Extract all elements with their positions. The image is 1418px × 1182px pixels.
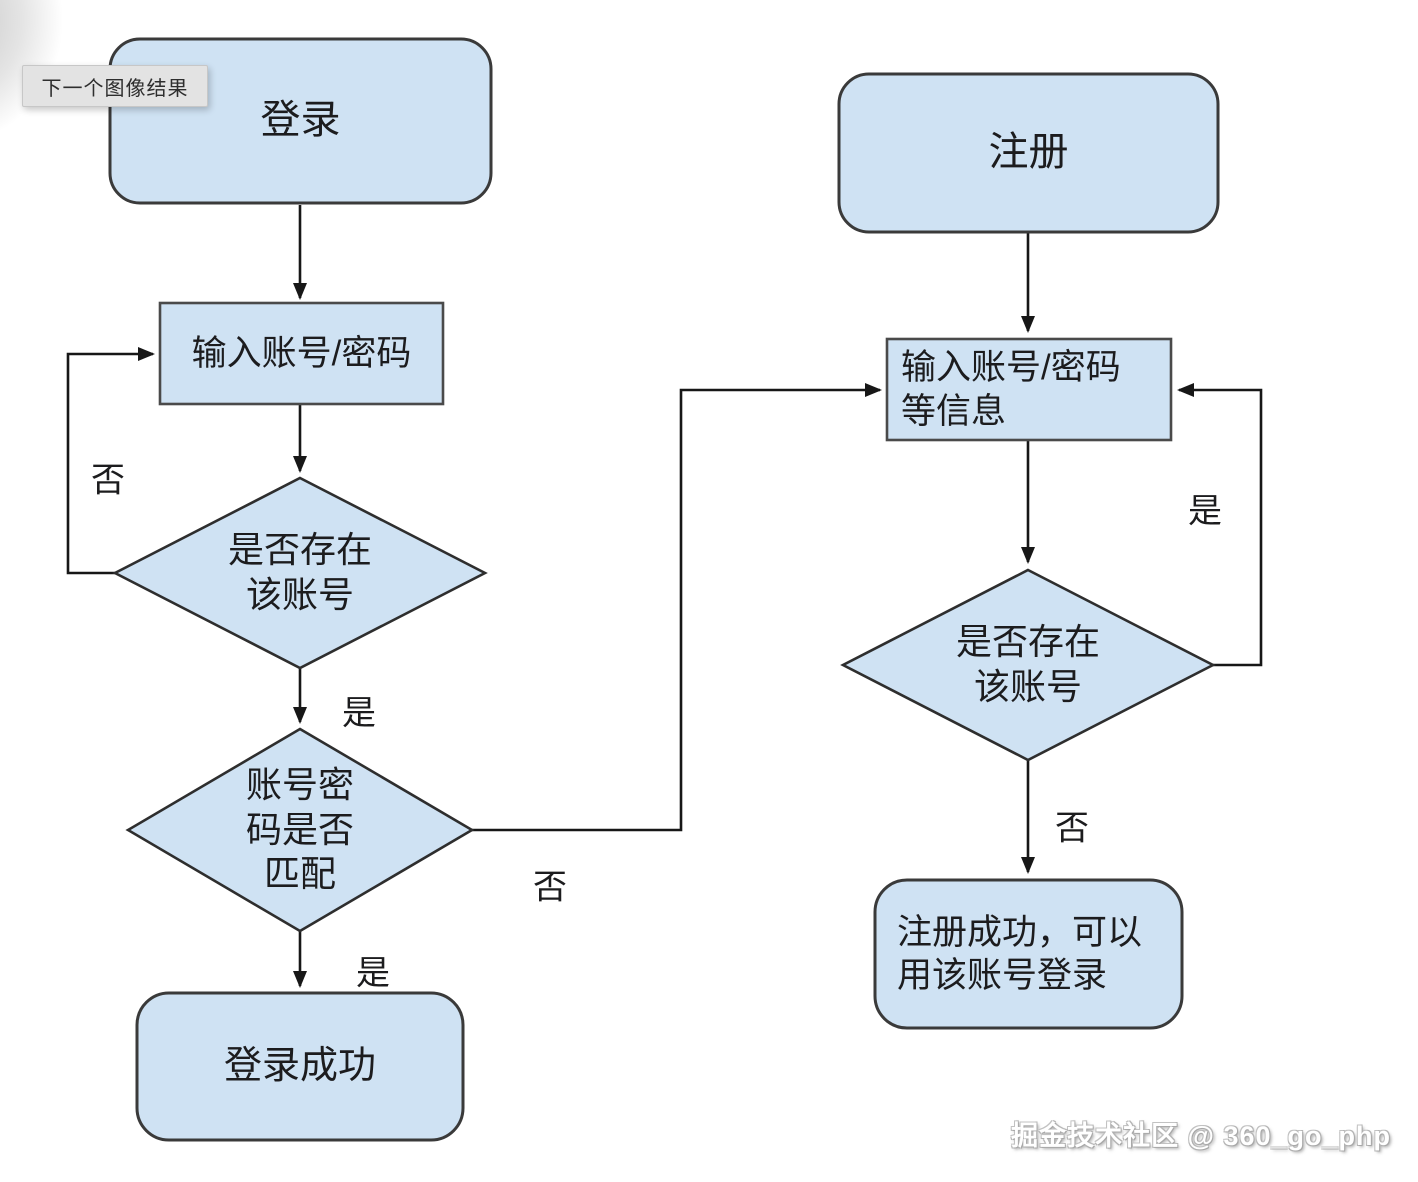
node-login-match-shape [125,727,475,933]
node-register-start-shape [837,72,1220,234]
node-login-success-shape [135,991,465,1142]
edge-register-exists-yes-loop [1177,383,1263,667]
next-image-result-tooltip: 下一个图像结果 [22,65,208,107]
node-register-input-shape [885,337,1173,442]
node-login-exists-shape [112,476,488,670]
node-login-start-shape [108,37,493,205]
edge-login-match-no-to-register-input [472,383,882,832]
edge-login-exists-no-loop [66,347,155,575]
watermark: 掘金技术社区 @ 360_go_php [1011,1121,1391,1151]
next-image-result-tooltip-text: 下一个图像结果 [41,77,189,100]
node-login-input-shape [158,301,445,406]
node-register-success-shape [873,878,1184,1030]
node-register-exists-shape [840,568,1216,762]
